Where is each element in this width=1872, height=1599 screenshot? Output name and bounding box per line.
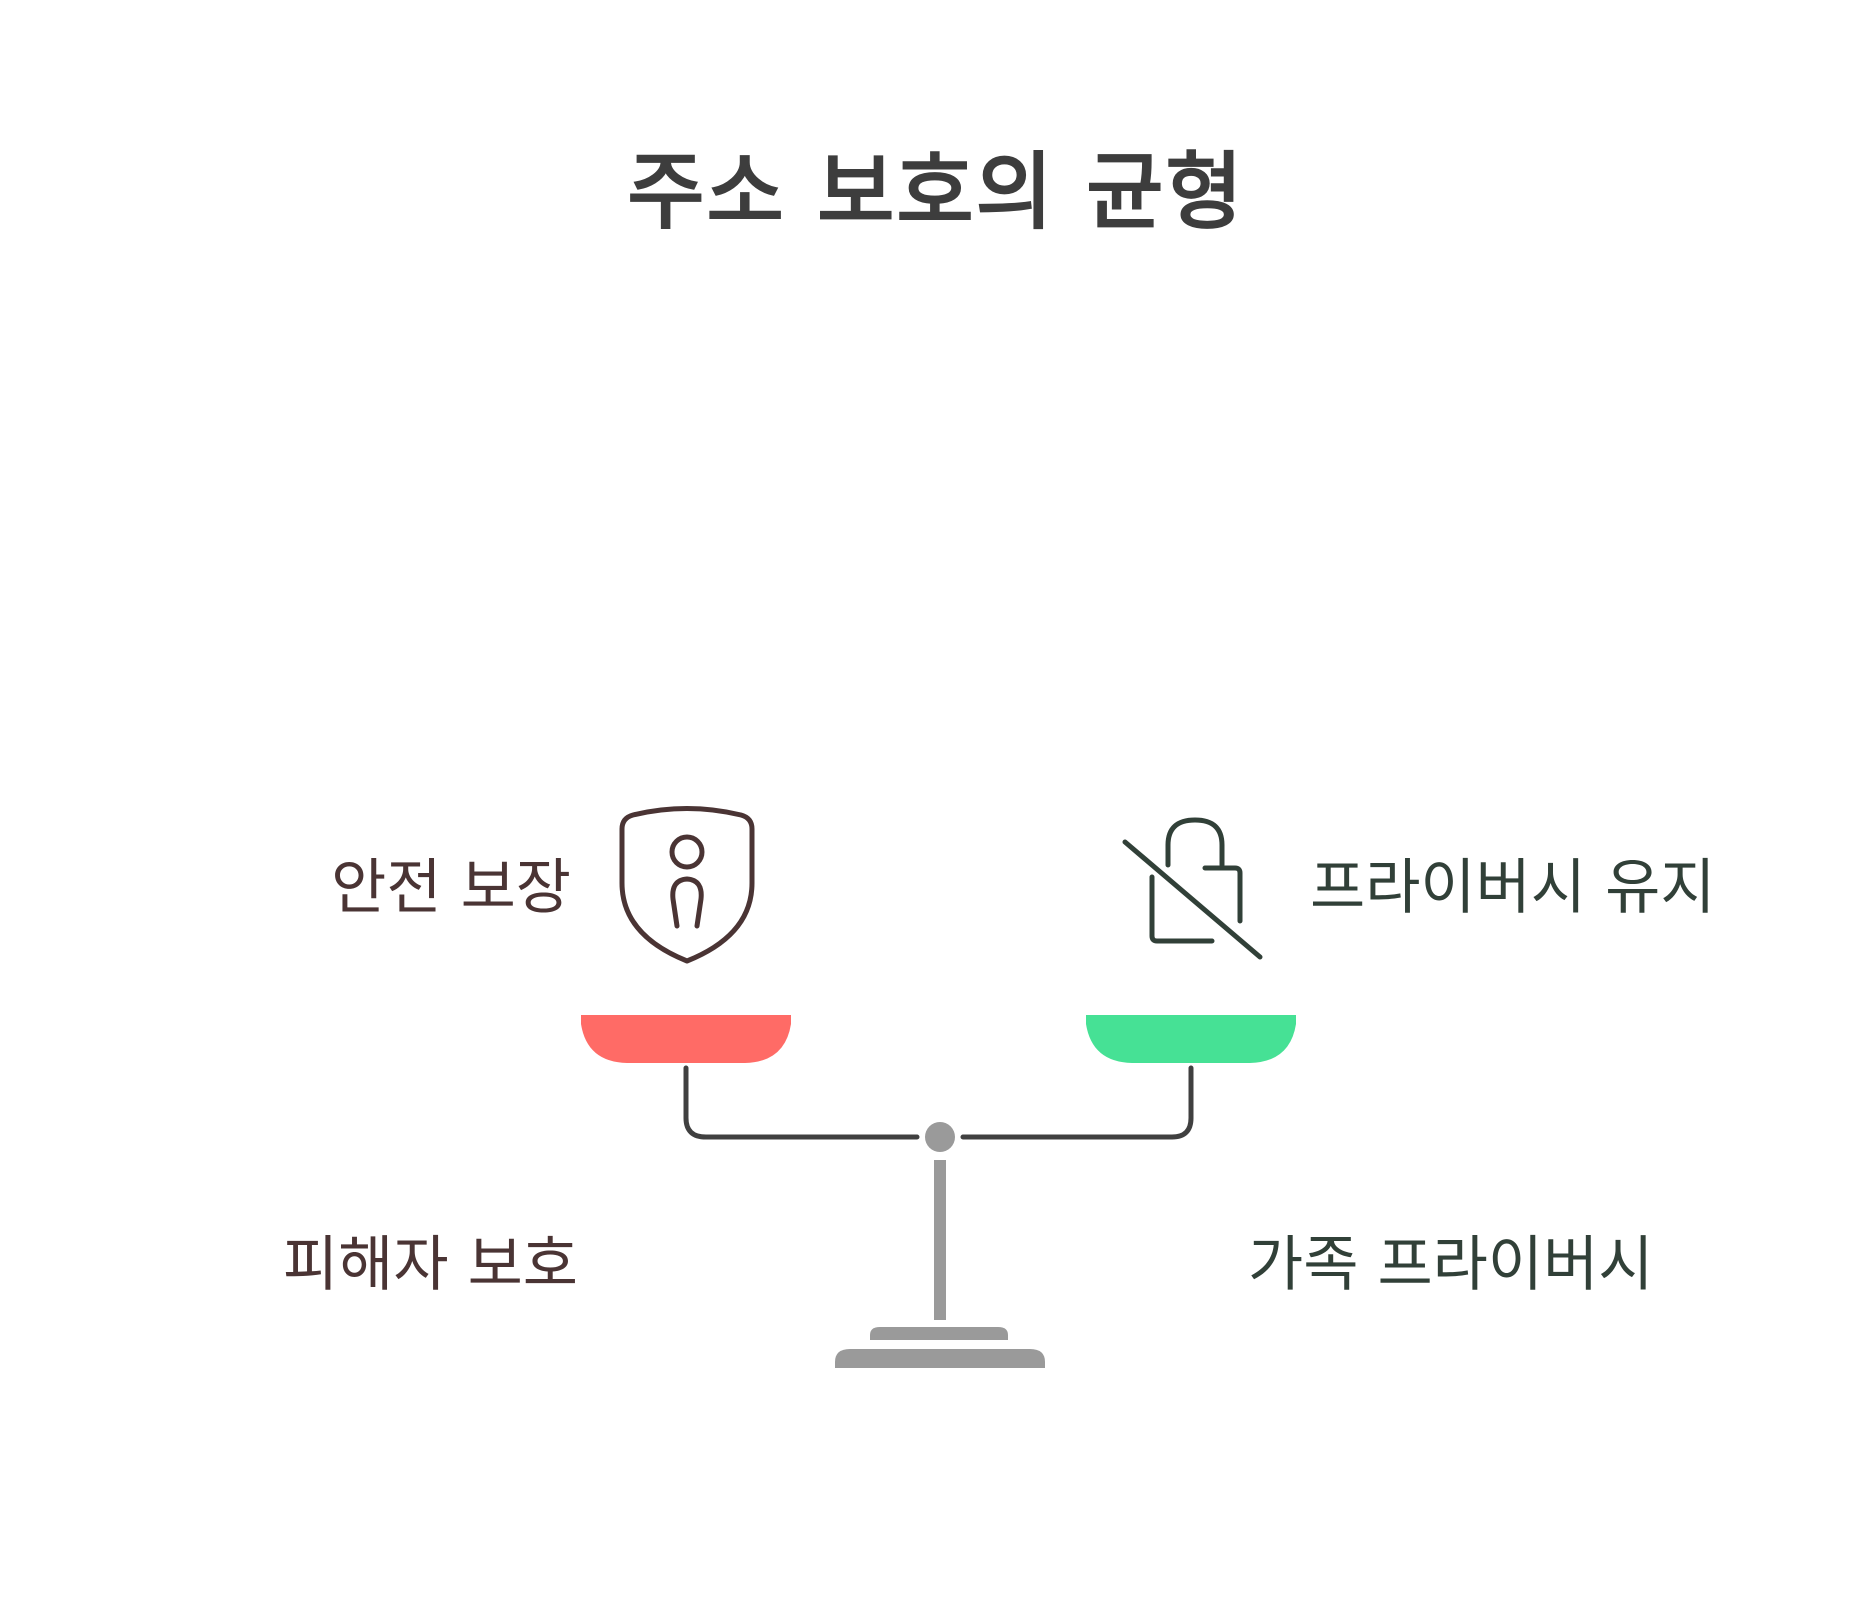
- shield-person-icon: [619, 806, 755, 964]
- label-victim-protection: 피해자 보호: [282, 1230, 578, 1300]
- left-pan: [581, 1015, 791, 1063]
- scale-base-top: [870, 1327, 1008, 1340]
- scale-beam: [683, 1065, 1194, 1140]
- scale-post: [934, 1160, 946, 1320]
- scale-pivot: [925, 1122, 955, 1152]
- diagram-title: 주소 보호의 균형: [627, 143, 1245, 241]
- label-safety-guarantee: 안전 보장: [331, 853, 571, 923]
- right-pan: [1086, 1015, 1296, 1063]
- label-family-privacy: 가족 프라이버시: [1248, 1230, 1654, 1300]
- lock-off-icon: [1122, 817, 1263, 960]
- scale-base-bottom: [835, 1349, 1045, 1368]
- label-privacy-maintenance: 프라이버시 유지: [1310, 853, 1716, 923]
